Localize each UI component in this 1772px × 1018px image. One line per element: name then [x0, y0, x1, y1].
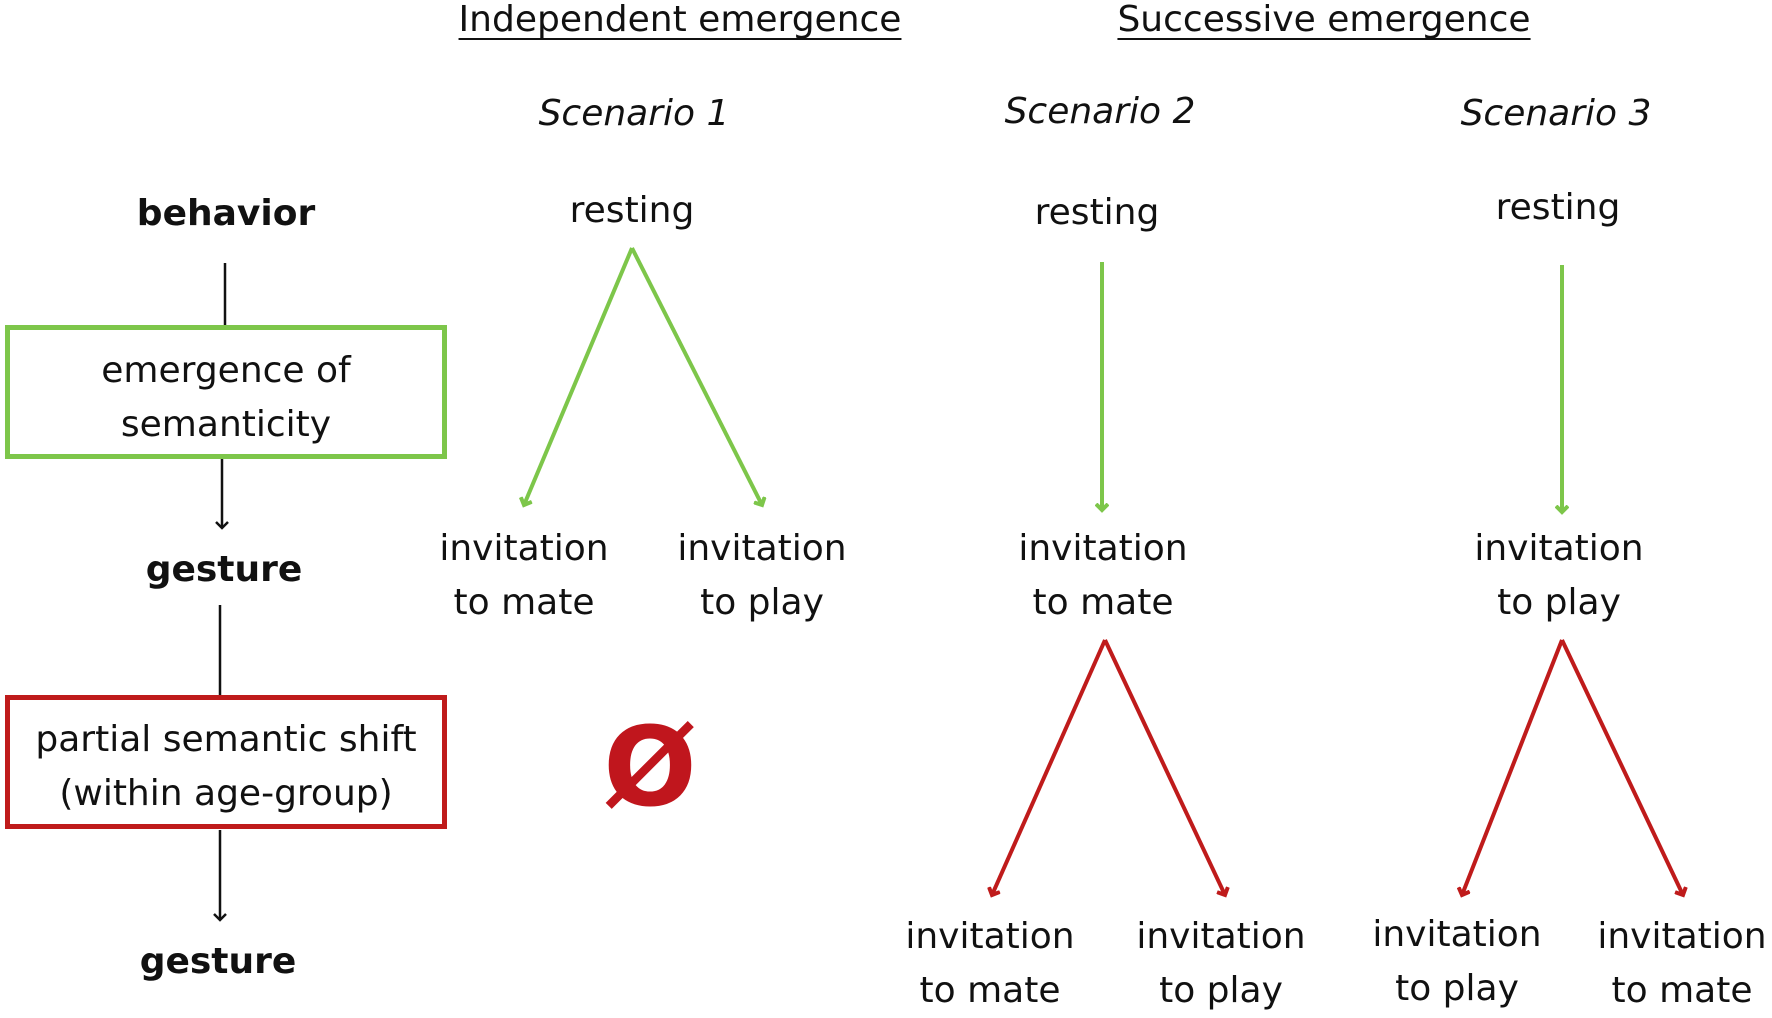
shift-line1: partial semantic shift — [35, 719, 417, 760]
s1-left-label-line2: to mate — [453, 582, 595, 623]
scenario-3-title: Scenario 3 — [1460, 93, 1652, 134]
legend-gesture-1: gesture — [145, 549, 303, 590]
s3-resting: resting — [1495, 187, 1621, 228]
header-successive-emergence: Successive emergence — [1117, 0, 1531, 40]
semanticity-line2: semanticity — [120, 404, 332, 445]
s2-left-label-line1: invitation — [905, 916, 1075, 957]
s3-mid-label-line2: to play — [1497, 582, 1621, 623]
semanticity-box: emergence of semanticity — [5, 325, 447, 459]
s1-left-label-line1: invitation — [439, 528, 609, 569]
s2-mid-label-line2: to mate — [1032, 582, 1174, 623]
legend-behavior: behavior — [136, 193, 316, 234]
s2-right-label-line1: invitation — [1136, 916, 1306, 957]
scenario-1-title: Scenario 1 — [538, 93, 730, 134]
s3-arrow-right — [1560, 639, 1683, 895]
legend-gesture-2: gesture — [139, 941, 297, 982]
s1-right-label-line2: to play — [700, 582, 824, 623]
s3-mid-label-line1: invitation — [1474, 528, 1644, 569]
shift-line2: (within age-group) — [59, 773, 393, 814]
s2-arrow-left — [992, 639, 1107, 895]
semantic-shift-box: partial semantic shift (within age-group… — [5, 695, 447, 829]
scenario-2-title: Scenario 2 — [1004, 91, 1196, 132]
s2-left-label-line2: to mate — [919, 970, 1061, 1011]
s1-arrow-left — [524, 247, 634, 505]
semanticity-line1: emergence of — [101, 350, 351, 391]
s2-right-label-line2: to play — [1159, 970, 1283, 1011]
s1-right-label-line1: invitation — [677, 528, 847, 569]
s3-right-label-line1: invitation — [1597, 916, 1767, 957]
s3-left-label-line2: to play — [1395, 968, 1519, 1009]
s2-mid-label-line1: invitation — [1018, 528, 1188, 569]
s2-resting: resting — [1034, 192, 1160, 233]
s3-left-label-line1: invitation — [1372, 914, 1542, 955]
s2-arrow-right — [1103, 639, 1225, 895]
empty-set-symbol: Ø — [603, 703, 697, 831]
header-independent-emergence: Independent emergence — [458, 0, 902, 40]
s1-resting: resting — [569, 190, 695, 231]
s1-arrow-right — [630, 247, 762, 505]
s3-arrow-left — [1462, 639, 1564, 895]
s3-right-label-line2: to mate — [1611, 970, 1753, 1011]
